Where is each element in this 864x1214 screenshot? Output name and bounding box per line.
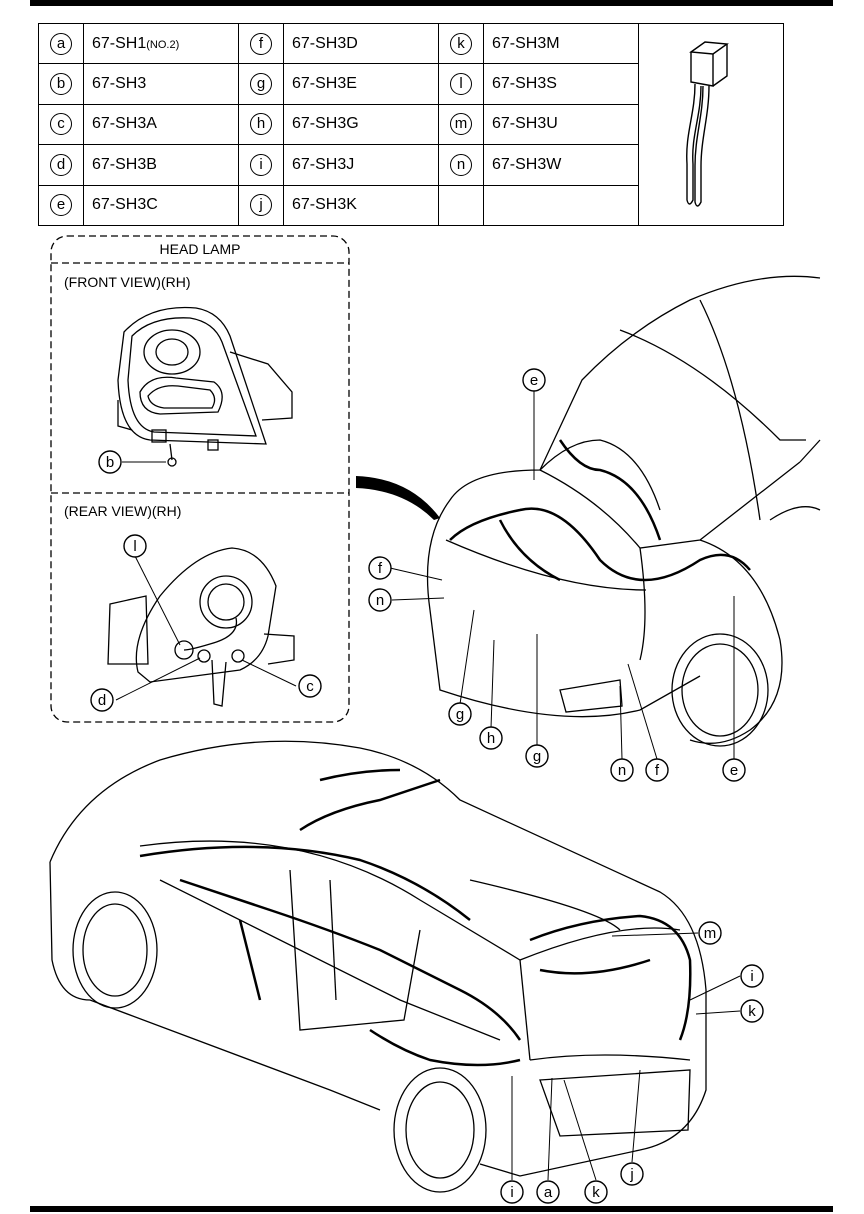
callout-letter: g [456,706,464,723]
callout-bubble [522,368,546,392]
connector-code: 67-SH3D [283,22,439,65]
callout-bubble [584,1180,608,1204]
rear-vehicle-drawing [49,740,707,1193]
connector-legend-table: a 67-SH1(NO.2) f 67-SH3D k 67-SH3M b 67-… [38,22,784,227]
callout-letter: e [730,762,738,779]
callout-bubble [645,758,669,782]
callout-letter: h [487,730,495,747]
connector-code: 67-SH3 [83,63,239,105]
callout-key: j [250,194,272,217]
top-rule [30,0,833,6]
callout-letter: g [533,748,541,765]
callout-key: f [250,32,272,55]
callout-key: e [50,194,72,217]
callout-bubble [98,450,122,474]
callout-bubble [536,1180,560,1204]
callout-letter: d [98,692,106,709]
callout-letter: n [376,592,384,609]
front-callout-leaders [389,390,735,760]
connector-code: 67-SH3J [283,144,439,186]
callout-letter: j [629,1166,633,1183]
callout-key: a [50,32,72,55]
rear-view-label: (REAR VIEW)(RH) [64,503,181,519]
callout-key: c [50,113,72,136]
callout-key: b [50,73,72,96]
callout-letter: c [306,678,314,695]
head-lamp-rear-drawing [107,547,295,707]
front-vehicle-drawing [426,275,821,747]
callout-letter: a [544,1184,553,1201]
callout-letter: l [133,538,136,555]
callout-key: h [250,113,272,136]
callout-letter: f [378,560,383,577]
callout-key: g [250,73,272,96]
inset-pointer-arrow [356,476,440,520]
callout-bubble [500,1180,524,1204]
callout-letter: k [592,1184,600,1201]
callout-bubble [525,744,549,768]
front-harness [449,439,751,582]
callout-bubble [90,688,114,712]
callout-bubble [448,702,472,726]
callout-key: l [450,73,472,96]
callout-letter: k [748,1003,756,1020]
callout-bubble [368,588,392,612]
callout-bubble [740,999,764,1023]
connector-code: 67-SH3G [283,103,439,146]
callout-letter: n [618,762,626,779]
callout-key: n [450,153,472,176]
callout-bubble [610,758,634,782]
head-lamp-inset: HEAD LAMP (FRONT VIEW)(RH) (REAR VIEW)(R… [50,235,350,723]
callout-letter: f [655,762,660,779]
rear-harness [139,768,692,1067]
callout-letter: m [704,925,717,942]
callout-letter: i [750,968,753,985]
head-lamp-front-drawing [117,306,293,467]
connector-note: (NO.2) [146,38,180,51]
callout-letter: b [106,454,114,471]
connector-code: 67-SH3M [483,22,639,65]
callout-bubble [368,556,392,580]
callout-key: i [250,153,272,176]
rear-callout-leaders [511,932,741,1181]
connector-code: 67-SH3B [83,144,239,186]
connector-code: 67-SH3A [83,103,239,146]
callout-key: m [450,113,472,136]
callout-key: k [450,32,472,55]
callout-bubble [698,921,722,945]
connector-illustration-cell [638,23,784,226]
callout-bubble [620,1162,644,1186]
callout-bubble [740,964,764,988]
connector-code: 67-SH3U [483,103,639,146]
callout-letter: e [530,372,538,389]
callout-letter: i [510,1184,513,1201]
inset-title: HEAD LAMP [160,241,241,257]
callout-bubble [298,674,322,698]
callout-key: d [50,153,72,176]
callout-bubble [722,758,746,782]
callout-bubble [123,534,147,558]
connector-code: 67-SH3S [483,63,639,105]
connector-code: 67-SH3E [283,63,439,105]
connector-code: 67-SH1(NO.2) [83,22,239,65]
front-view-label: (FRONT VIEW)(RH) [64,274,191,290]
connector-plug-illustration [686,41,729,207]
bottom-rule [30,1206,833,1212]
callout-bubble [479,726,503,750]
connector-code: 67-SH3K [283,184,439,227]
